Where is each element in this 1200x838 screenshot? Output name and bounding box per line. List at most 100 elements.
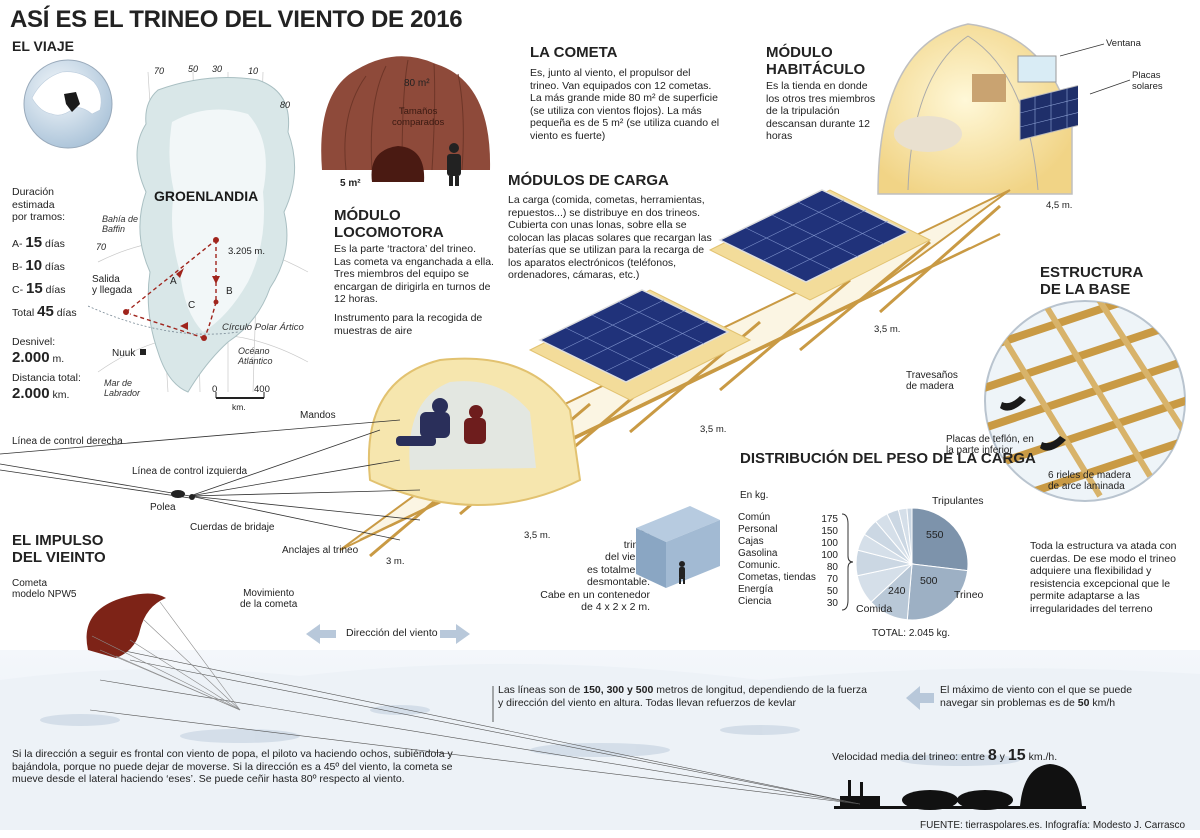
globe-icon — [23, 59, 113, 149]
slice-value: 550 — [926, 529, 944, 541]
dimension-label: 3,5 m. — [524, 530, 551, 541]
locomotora-text: Es la parte ‘tractora’ del trineo. Las c… — [334, 243, 494, 305]
breakdown-value: 175 — [821, 514, 838, 525]
slice-label-comida: Comida — [856, 603, 893, 615]
breakdown-value: 30 — [826, 598, 838, 609]
leg-row: C- 15 días — [12, 280, 66, 297]
callout-lines — [1060, 43, 1131, 95]
map-scale-unit: km. — [232, 402, 246, 412]
cometa-heading: LA COMETA — [530, 44, 618, 61]
legs-list: A- 15 días B- 10 días C- 15 días Total 4… — [12, 232, 77, 324]
lineas-text: Las líneas son de 150, 300 y 500 metros … — [498, 684, 867, 709]
route-label-b: B — [226, 286, 233, 297]
lon-label: 70 — [154, 66, 165, 76]
leg-row: A- 15 días — [12, 234, 65, 251]
velocidad-text: Velocidad media del trineo: entre 8 y 15… — [832, 747, 1058, 764]
map-circle-label: Círculo Polar Ártico — [222, 322, 304, 333]
sled-illustration — [339, 189, 1011, 558]
pie-slice — [906, 563, 969, 621]
page-title: ASÍ ES EL TRINEO DEL VIENTO DE 2016 — [10, 6, 463, 33]
breakdown-label: Gasolina — [738, 548, 778, 559]
desnivel-value: 2.000 m. — [12, 349, 65, 366]
dimension-label: 3 m. — [386, 556, 405, 567]
polea-label: Polea — [150, 502, 176, 513]
map-scale-max: 400 — [254, 384, 270, 395]
breakdown-label: Ciencia — [738, 596, 772, 607]
route-label-a: A — [170, 276, 177, 287]
callout-line — [492, 686, 494, 722]
breakdown-values: 175 150 100 100 80 70 50 30 — [808, 514, 838, 610]
slice-label-tripulantes: Tripulantes — [932, 495, 984, 507]
mandos-label: Mandos — [300, 410, 336, 421]
direccion-text: Si la dirección a seguir es frontal con … — [12, 748, 453, 785]
wind-direction-arrows — [306, 624, 470, 644]
chart-total: TOTAL: 2.045 kg. — [872, 628, 951, 639]
linea-derecha-label: Línea de control derecha — [12, 436, 123, 447]
kite-npw5 — [86, 593, 241, 711]
distancia-label: Distancia total: — [12, 372, 81, 384]
ventana-label: Ventana — [1106, 38, 1141, 49]
wind-arrow-icon — [906, 686, 934, 710]
estructura-text: Toda la estructura va atada con cuerdas.… — [1030, 540, 1177, 615]
leg-row: B- 10 días — [12, 257, 65, 274]
breakdown-value: 100 — [821, 538, 838, 549]
slice-value: 240 — [888, 585, 906, 597]
breakdown-value: 80 — [826, 562, 838, 573]
direccion-label: Dirección del viento — [346, 627, 438, 639]
breakdown-brace — [841, 513, 854, 611]
slice-label-trineo: Trineo — [954, 589, 984, 601]
kite-big-size: 80 m² — [404, 78, 430, 89]
carga-text: La carga (comida, cometas, herramientas,… — [508, 194, 712, 281]
route-label-c: C — [188, 300, 196, 311]
breakdown-value: 50 — [826, 586, 838, 597]
breakdown-labels: Común Personal Cajas Gasolina Comunic. C… — [738, 512, 816, 608]
breakdown-label: Energía — [738, 584, 774, 595]
pie-chart — [855, 507, 969, 621]
greenland-map — [88, 71, 309, 399]
lat-label: 70 — [96, 242, 107, 252]
map-altitude-label: 3.205 m. — [228, 246, 265, 257]
tent-module — [877, 23, 1078, 195]
kite-small-size: 5 m² — [340, 178, 361, 189]
lon-label: 30 — [212, 64, 223, 74]
kite-size-compare — [321, 56, 491, 186]
cometa-text: Es, junto al viento, el propulsor del tr… — [530, 67, 720, 142]
breakdown-label: Cajas — [738, 536, 764, 547]
chart-unit: En kg. — [740, 490, 769, 501]
source-credit: FUENTE: tierraspolares.es. Infografía: M… — [920, 820, 1186, 831]
lon-label: 10 — [248, 66, 259, 76]
cuerdas-label: Cuerdas de bridaje — [190, 522, 275, 533]
dimension-label: 3,5 m. — [874, 324, 901, 335]
lon-label: 50 — [188, 64, 199, 74]
pie-slice — [911, 507, 969, 572]
habitaculo-text: Es la tienda en donde los otros tres mie… — [766, 80, 876, 142]
breakdown-value: 100 — [821, 550, 838, 561]
base-structure-detail — [984, 300, 1186, 502]
map-nuuk-label: Nuuk — [112, 348, 136, 359]
linea-izquierda-label: Línea de control izquierda — [132, 466, 248, 477]
breakdown-value: 150 — [821, 526, 838, 537]
map-scale-zero: 0 — [212, 384, 218, 395]
breakdown-label: Personal — [738, 524, 778, 535]
distancia-value: 2.000 km. — [12, 385, 70, 402]
map-country-label: GROENLANDIA — [154, 188, 259, 204]
maximo-text: El máximo de viento con el que se puede … — [940, 684, 1133, 709]
slice-value: 500 — [920, 575, 938, 587]
viaje-heading: EL VIAJE — [12, 38, 74, 54]
container-text: Eltrineodel viento es totalmentedesmonta… — [540, 526, 650, 613]
container-box — [636, 506, 720, 588]
leg-row: Total 45 días — [12, 303, 77, 320]
